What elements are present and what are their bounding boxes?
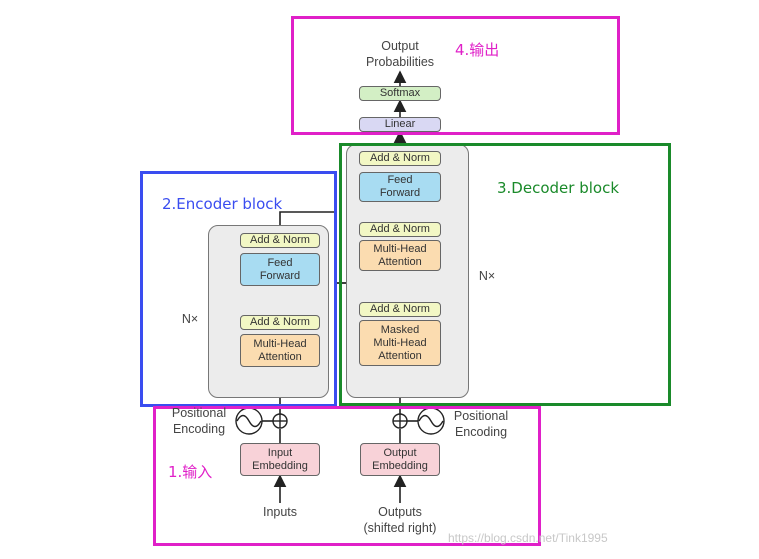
decoder-nx-label: N× (478, 269, 496, 283)
output-section-label: 4.输出 (455, 41, 500, 59)
encoder-nx-label: N× (181, 312, 199, 326)
encoder-feed-forward: Feed Forward (240, 253, 320, 286)
decoder-add-norm-bottom: Add & Norm (359, 302, 441, 317)
encoder-add-norm-bottom: Add & Norm (240, 315, 320, 330)
encoder-section-frame (140, 171, 337, 407)
decoder-section-frame (339, 143, 671, 406)
positional-encoding-label-left: Positional Encoding (171, 406, 227, 436)
output-section-frame (291, 16, 620, 135)
decoder-section-label: 3.Decoder block (497, 179, 619, 197)
output-embedding-block: Output Embedding (360, 443, 440, 476)
softmax-block: Softmax (359, 86, 441, 101)
input-embedding-block: Input Embedding (240, 443, 320, 476)
watermark: https://blog.csdn.net/Tink1995 (448, 531, 608, 545)
positional-encoding-label-right: Positional Encoding (453, 409, 509, 439)
input-section-frame (153, 406, 541, 546)
linear-block: Linear (359, 117, 441, 132)
decoder-add-norm-top: Add & Norm (359, 151, 441, 166)
decoder-add-norm-mid: Add & Norm (359, 222, 441, 237)
encoder-add-norm-top: Add & Norm (240, 233, 320, 248)
inputs-label: Inputs (262, 505, 298, 519)
outputs-label: Outputs (shifted right) (363, 505, 437, 535)
decoder-masked-multi-head-attention: Masked Multi-Head Attention (359, 320, 441, 366)
encoder-multi-head-attention: Multi-Head Attention (240, 334, 320, 367)
output-probabilities-label: Output Probabilities (365, 39, 435, 69)
decoder-feed-forward: Feed Forward (359, 172, 441, 202)
encoder-section-label: 2.Encoder block (162, 195, 283, 213)
decoder-multi-head-attention: Multi-Head Attention (359, 240, 441, 271)
input-section-label: 1.输入 (168, 463, 213, 481)
